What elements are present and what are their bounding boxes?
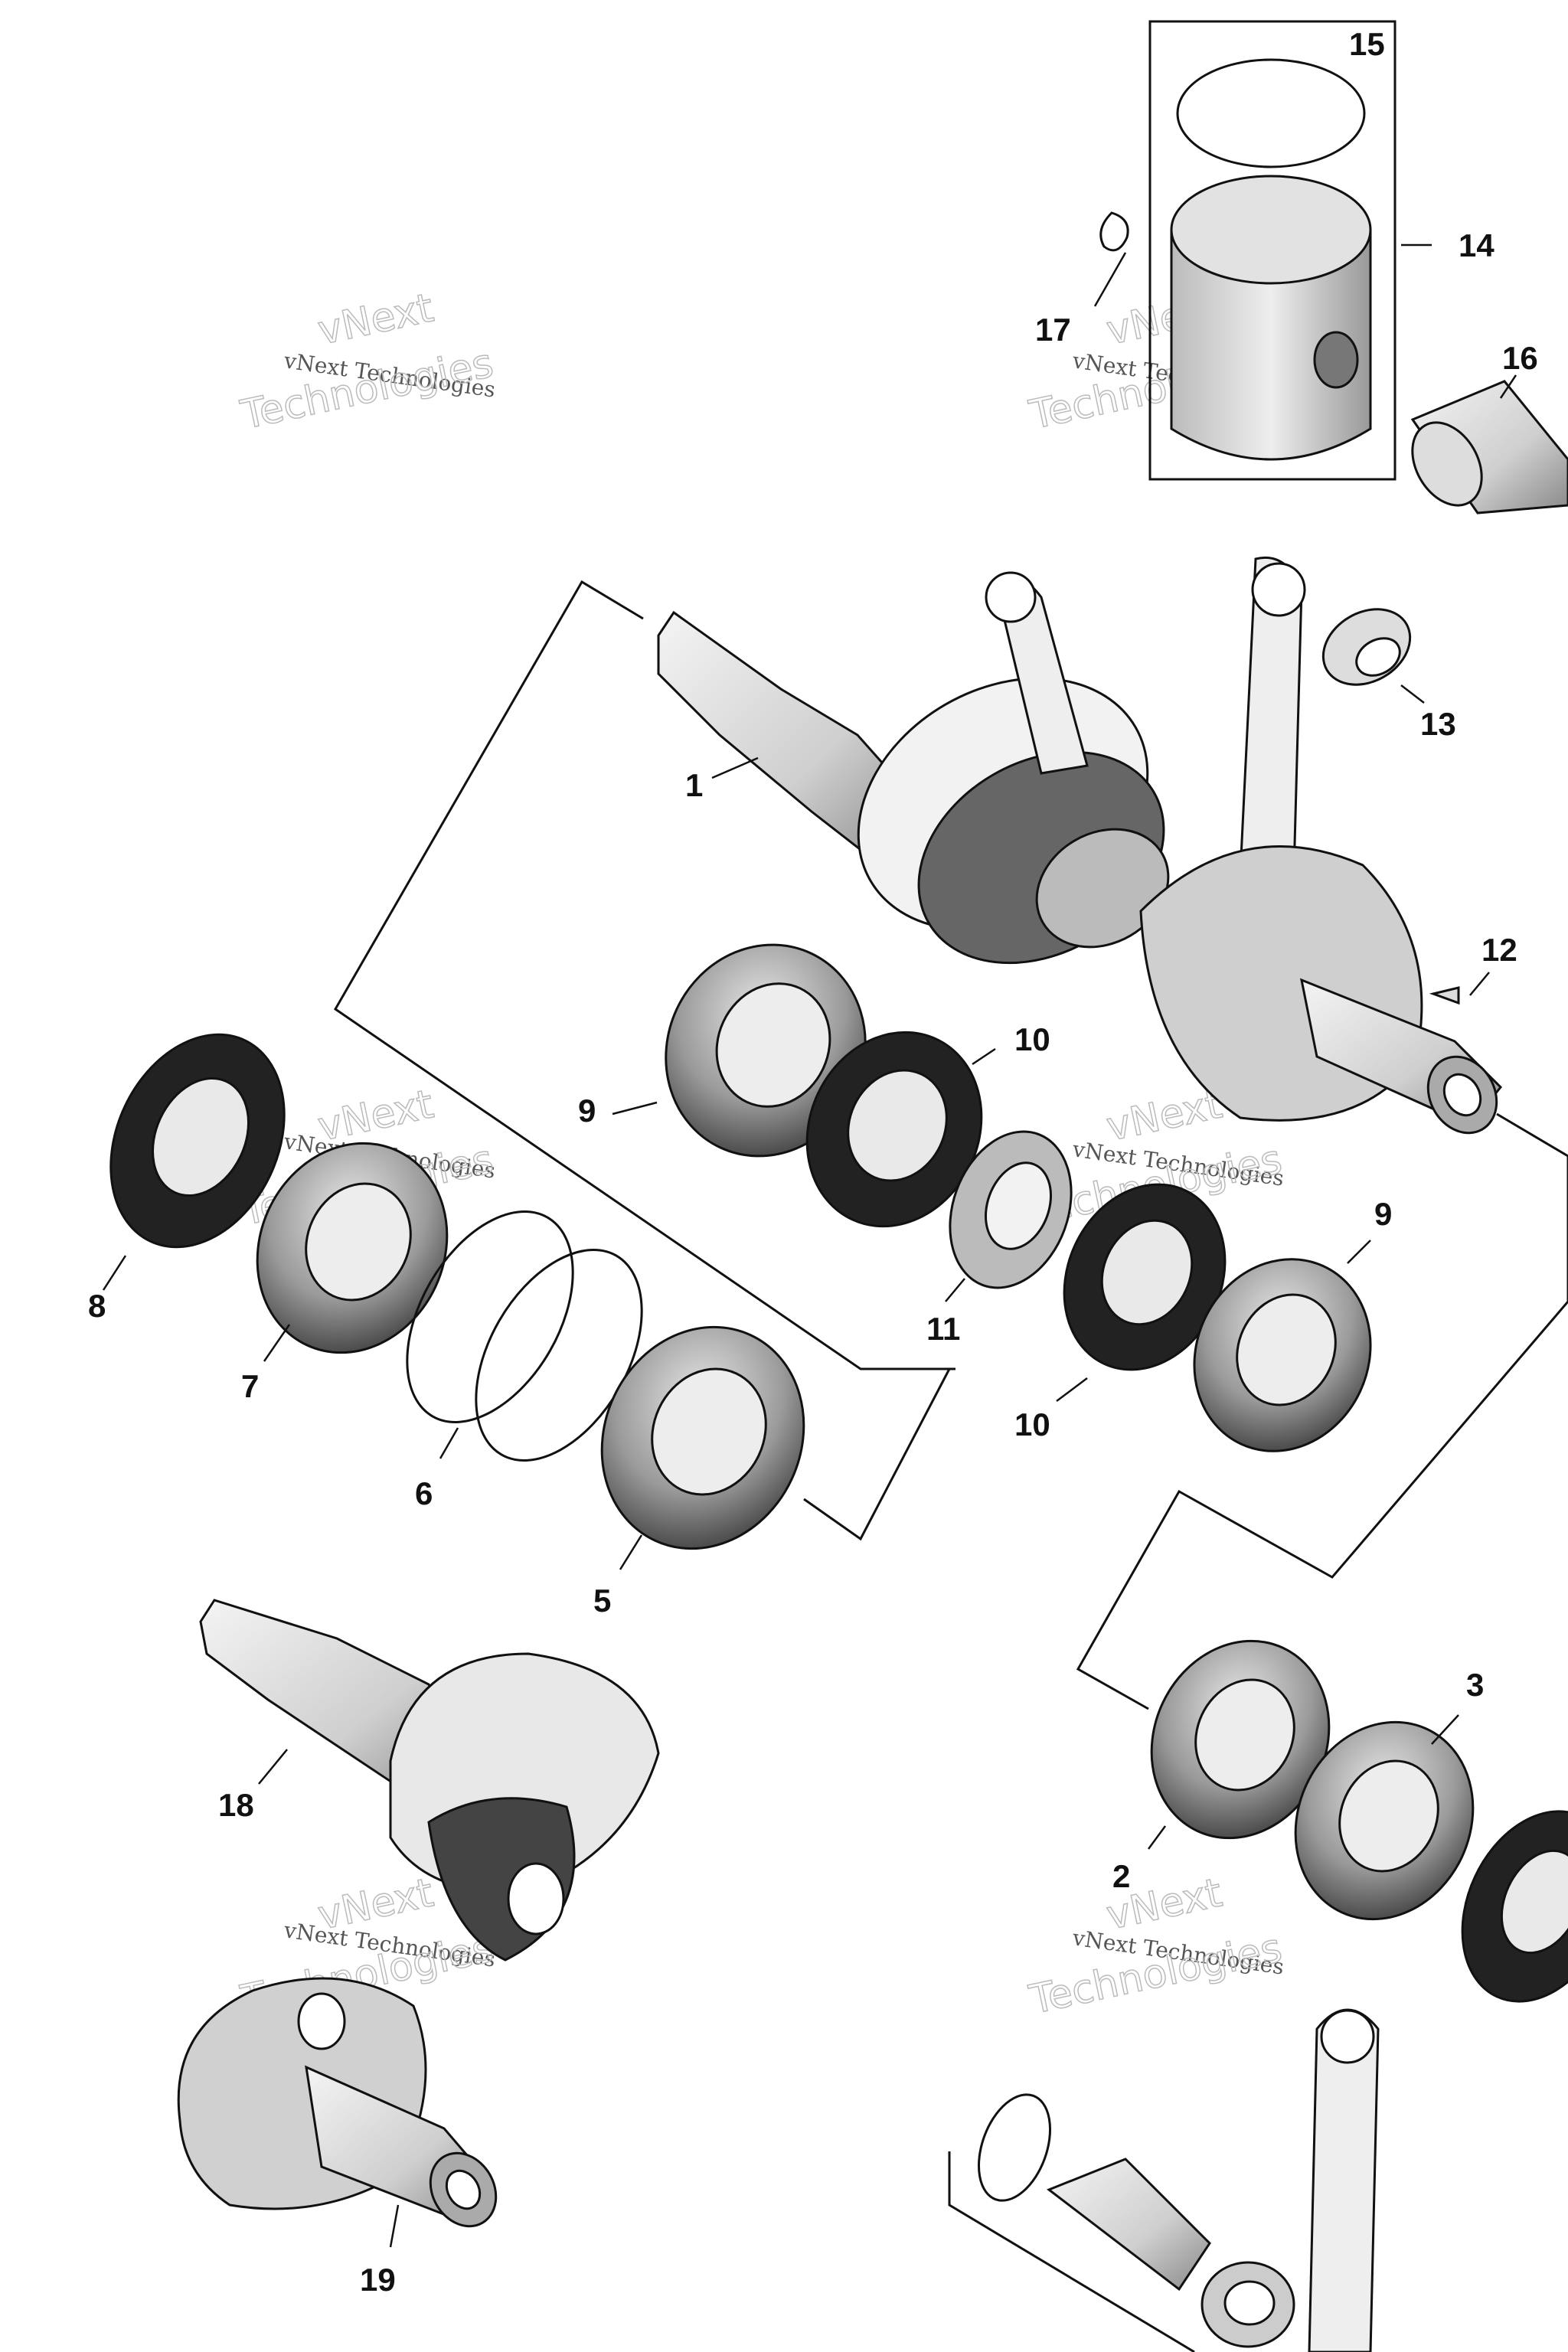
callout-11: 11 [926,1311,960,1347]
callout-19: 19 [360,2262,396,2298]
seal-10-upper [805,1031,983,1228]
callout-labels: 15 14 17 16 1 13 12 9 10 11 9 10 8 7 6 5… [88,26,1538,2298]
callout-13: 13 [1420,706,1456,742]
piston [1170,175,1372,461]
callout-8: 8 [88,1288,106,1324]
callout-9-left: 9 [578,1093,596,1129]
thrust-washer [977,2093,1052,2202]
callout-2: 2 [1112,1858,1130,1894]
seal-8 [109,1033,286,1249]
bearing-2 [1150,1639,1331,1840]
callout-14: 14 [1459,227,1494,263]
callout-3: 3 [1466,1667,1484,1703]
callout-5: 5 [593,1583,611,1619]
callout-16: 16 [1502,340,1538,376]
bearing-3 [1294,1720,1475,1921]
bearing-7 [256,1142,449,1354]
right-side-bracket [1076,1112,1568,1710]
crankshaft-half-19 [177,1977,498,2228]
seal-right-edge [1461,1810,1568,2003]
piston-kit-frame [1148,20,1396,481]
bearing-5 [600,1325,805,1550]
connecting-rod-lower [1308,2008,1380,2352]
piston-clip [1099,211,1129,252]
needle-bearing-big-end [1200,2261,1295,2348]
watermark-bottom-right: vNext vNext Technologies Technologies [1025,1870,1287,2024]
watermark-word: vNext [314,285,437,354]
woodruff-key [1429,986,1460,1005]
crankshaft [657,556,1503,1135]
callout-9-right: 9 [1374,1196,1392,1232]
gear-11 [949,1130,1073,1289]
bottom-kit-bracket [948,2151,1195,2352]
callout-18: 18 [218,1787,254,1823]
watermark-top-left: vNext vNext Technologies Technologies [237,285,498,439]
seal-10-lower [1063,1183,1227,1371]
crankshaft-half-18 [199,1599,660,1962]
leader-lines [102,243,1517,2248]
wrist-pin [1410,380,1568,514]
needle-bearing-small-end [1321,608,1412,686]
watermark-word: Technologies [237,341,497,439]
bearing-group-bracket [803,1367,952,1541]
callout-6: 6 [415,1475,433,1511]
callout-12: 12 [1481,932,1517,968]
callout-10-lower: 10 [1014,1406,1050,1442]
callout-17: 17 [1035,312,1071,348]
piston-ring [1176,58,1366,168]
callout-1: 1 [685,767,703,803]
callout-10-upper: 10 [1014,1021,1050,1057]
bearing-9-right [1193,1258,1372,1452]
callout-7: 7 [241,1368,259,1404]
crank-pin [1046,2158,1211,2292]
callout-15: 15 [1349,26,1385,62]
